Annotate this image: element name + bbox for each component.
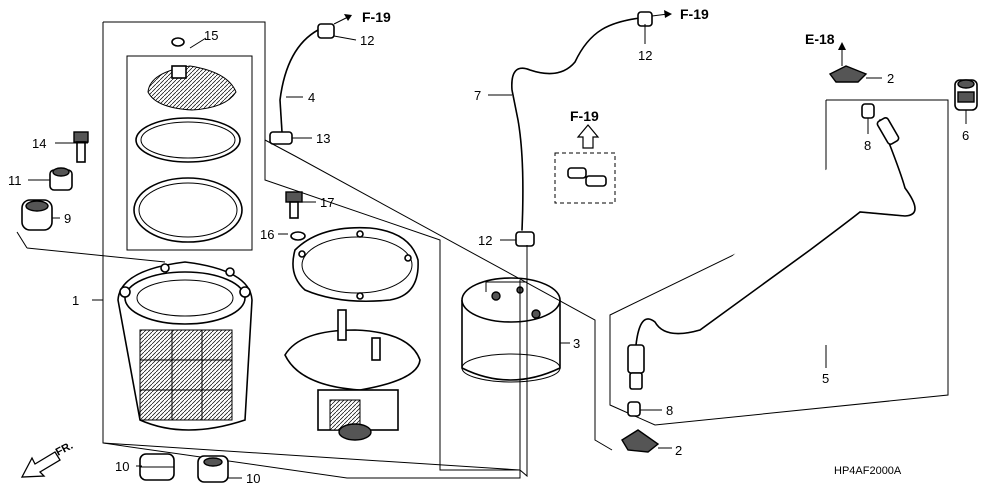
- gasket-ring: [292, 226, 419, 303]
- ref-arrow-f19-right-icon: [651, 10, 672, 18]
- bolt-14: [73, 131, 89, 163]
- bolt-17: [285, 191, 303, 219]
- ref-label-f19-inset: F-19: [570, 108, 599, 124]
- rubber-10-left: [139, 453, 175, 481]
- callout-16: 16: [260, 227, 274, 242]
- callout-13: 13: [316, 131, 330, 146]
- rubber-10-right: [197, 455, 229, 483]
- callout-2-bottom: 2: [675, 443, 682, 458]
- fuel-line-5: [635, 119, 916, 346]
- callout-10-right: 10: [246, 471, 260, 486]
- canister-3: [461, 277, 561, 383]
- clamp-2-bottom: [621, 429, 660, 453]
- front-label: FR.: [54, 440, 75, 459]
- clamp-13: [269, 131, 293, 145]
- quick-connector-bottom: [627, 344, 645, 390]
- callout-4: 4: [308, 90, 315, 105]
- callout-8-bottom: 8: [666, 403, 673, 418]
- clamp-12-upper-right: [637, 11, 653, 27]
- callout-12-top: 12: [360, 33, 374, 48]
- grommet-6: [954, 79, 978, 111]
- ref-label-f19-left: F-19: [362, 9, 391, 25]
- callout-1: 1: [72, 293, 79, 308]
- callout-3: 3: [573, 336, 580, 351]
- inset-arrow-icon: [576, 124, 600, 149]
- ref-label-f19-right: F-19: [680, 6, 709, 22]
- clamp-12-middle: [515, 231, 535, 247]
- clip-8-bottom: [627, 401, 641, 417]
- fuel-hose-4: [279, 29, 319, 133]
- fuel-pump-housing: [117, 261, 253, 431]
- ref-arrow-f19-left-icon: [333, 14, 352, 25]
- callout-2-top: 2: [887, 71, 894, 86]
- callout-14: 14: [32, 136, 46, 151]
- grommet-11: [49, 167, 73, 191]
- callout-7: 7: [474, 88, 481, 103]
- callout-12-middle: 12: [478, 233, 492, 248]
- callout-15: 15: [204, 28, 218, 43]
- callout-8-top: 8: [864, 138, 871, 153]
- diagram-code: HP4AF2000A: [834, 465, 902, 477]
- inset-clamp-detail: [567, 167, 607, 187]
- callout-10-left: 10: [115, 459, 129, 474]
- fuel-hose-7: [511, 17, 641, 231]
- leader-lines: [28, 24, 967, 479]
- callout-5: 5: [822, 371, 829, 386]
- clip-8-top: [861, 103, 875, 119]
- ref-arrow-e18-icon: [838, 42, 846, 50]
- damper-9: [21, 199, 53, 231]
- o-ring-lower: [133, 177, 243, 243]
- o-ring-upper: [135, 117, 241, 163]
- washer-16: [290, 231, 306, 241]
- left-group-outline: [102, 21, 521, 479]
- quick-connector-top: [876, 117, 900, 145]
- callout-6: 6: [962, 128, 969, 143]
- clamp-2-top: [828, 65, 868, 83]
- pump-unit-flange: [284, 309, 421, 441]
- callout-11: 11: [8, 173, 22, 188]
- callout-17: 17: [320, 195, 334, 210]
- ref-label-e18: E-18: [805, 31, 835, 47]
- callout-9: 9: [64, 211, 71, 226]
- clamp-12-top: [317, 23, 335, 39]
- callout-12-upper-right: 12: [638, 48, 652, 63]
- seal-kit-box: [126, 55, 253, 251]
- inset-box: [554, 152, 616, 204]
- fuel-filler-cap-part: [147, 37, 237, 111]
- front-direction-arrow-icon: FR.: [20, 440, 75, 478]
